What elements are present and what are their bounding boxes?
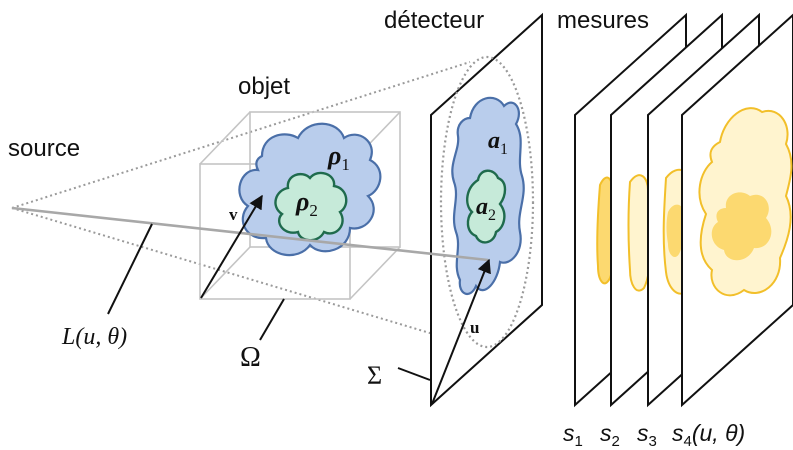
s2-label: s2 [600,420,620,450]
ray-line [11,206,489,262]
omega-label: Ω [240,342,261,373]
object-rho2-blob [274,171,348,242]
s4-label: s4(u, θ) [672,420,745,450]
a2-label: a2 [476,194,496,224]
measure-plane-4 [681,13,793,408]
a1-label: a1 [488,128,508,158]
omega-label-pointer [259,298,285,341]
sigma-label-pointer [397,367,431,381]
source-label: source [8,135,80,162]
s3-label: s3 [637,420,657,450]
mesures-label: mesures [557,7,649,34]
rho1-label: ρ1 [327,141,350,174]
v-label: v [229,205,238,224]
s1-label: s1 [563,420,583,450]
sigma-label: Σ [367,361,382,390]
objet-label: objet [238,73,290,100]
projection-cone [11,61,471,346]
vector-u-arrow [431,258,491,405]
detector-a2-blob [466,169,507,244]
rho2-label: ρ2 [295,187,318,220]
detecteur-label: détecteur [384,7,484,34]
u-label: u [470,318,479,337]
measure-labels: s1 s2 s3 s4(u, θ) [563,420,745,450]
ray-label: L(u, θ) [61,324,127,350]
ray-label-pointer [107,223,153,315]
vector-v-arrow [200,194,263,299]
